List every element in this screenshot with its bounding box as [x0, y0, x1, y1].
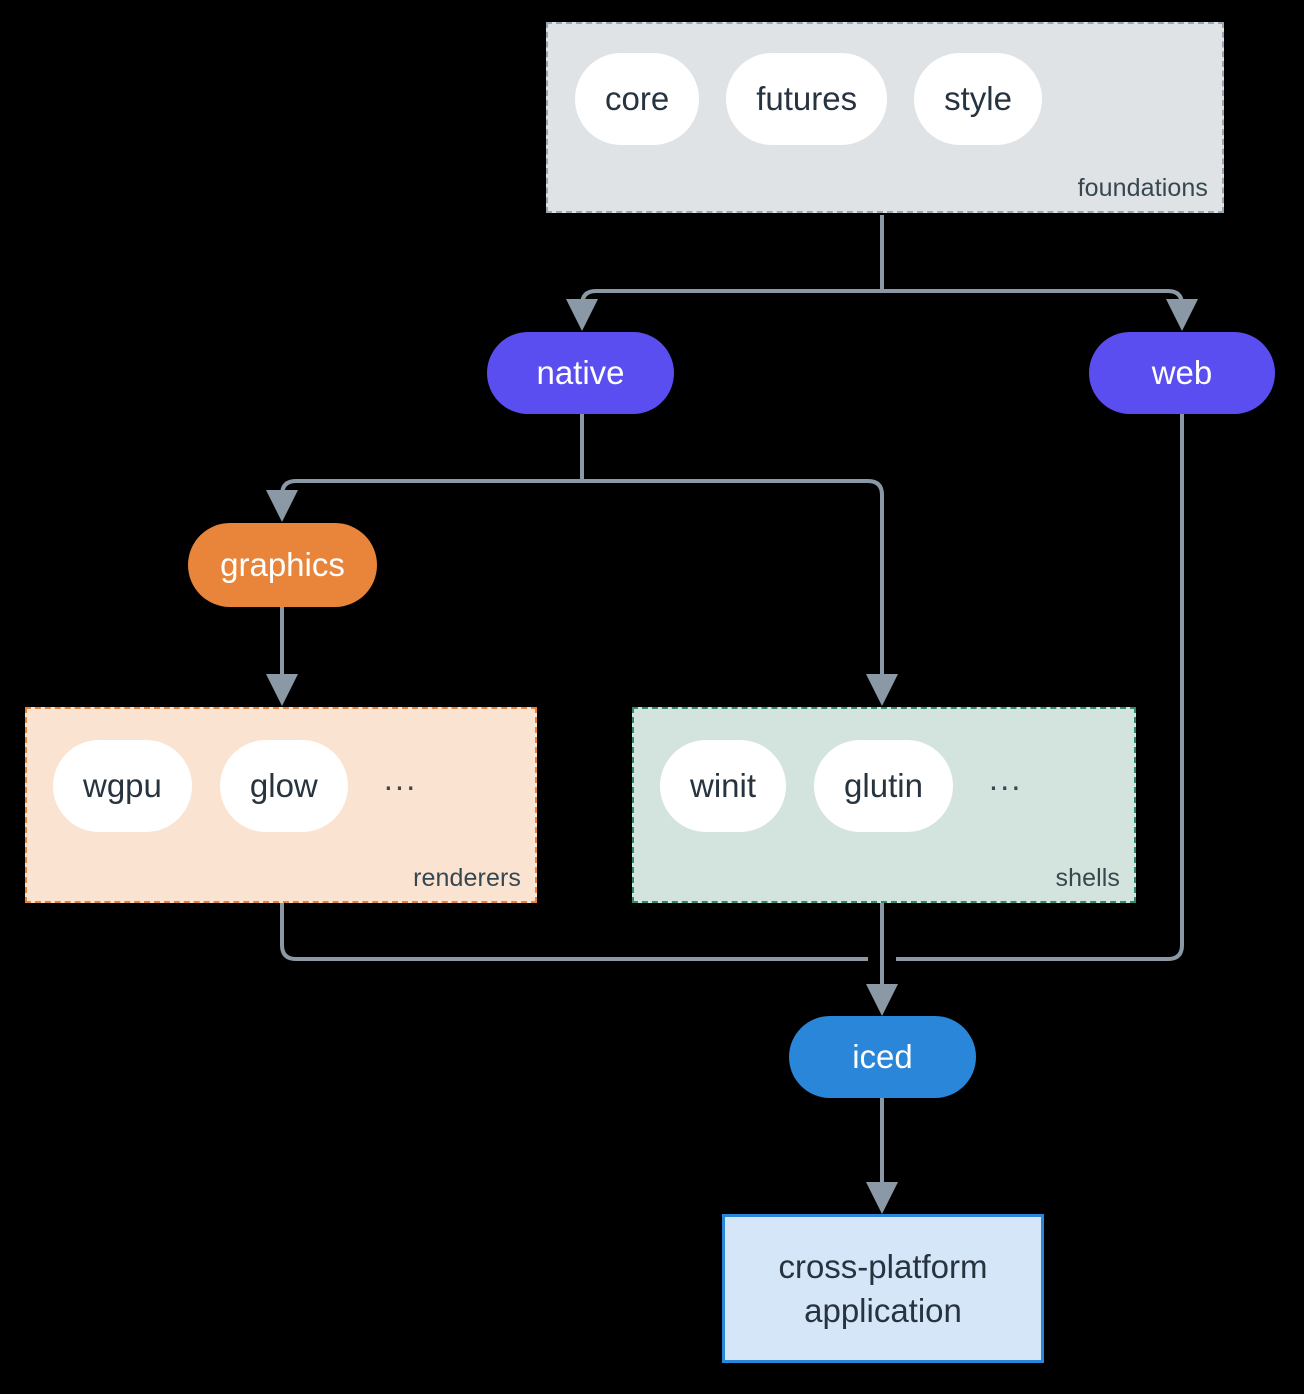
node-web[interactable]: web — [1089, 332, 1275, 414]
edge-native-to-graphics — [266, 479, 582, 522]
pill-glow[interactable]: glow — [219, 740, 348, 832]
renderers-pill-row: wgpu glow ... — [53, 740, 417, 832]
foundations-pill-row: core futures style — [575, 53, 1042, 145]
group-renderers: wgpu glow ... renderers — [25, 707, 537, 903]
pill-style[interactable]: style — [914, 53, 1042, 145]
node-graphics[interactable]: graphics — [188, 523, 377, 607]
application-line-1: cross-platform — [778, 1247, 988, 1285]
group-label-foundations: foundations — [1077, 174, 1208, 202]
pill-winit[interactable]: winit — [660, 740, 787, 832]
application-line-2: application — [804, 1291, 962, 1329]
edge-foundations-to-native — [566, 289, 882, 331]
edge-native-to-shells — [582, 479, 898, 706]
pill-wgpu[interactable]: wgpu — [53, 740, 192, 832]
edge-renderers-to-iced — [280, 903, 868, 961]
node-cross-platform-application[interactable]: cross-platform application — [722, 1214, 1044, 1363]
group-shells: winit glutin ... shells — [632, 707, 1136, 903]
edge-foundations-to-web — [882, 289, 1198, 331]
node-native[interactable]: native — [487, 332, 674, 414]
shells-pill-row: winit glutin ... — [660, 740, 1022, 832]
group-label-shells: shells — [1055, 864, 1120, 892]
renderers-ellipsis: ... — [383, 760, 418, 797]
pill-core[interactable]: core — [575, 53, 700, 145]
shells-ellipsis: ... — [988, 760, 1023, 797]
group-label-renderers: renderers — [413, 864, 521, 892]
group-foundations: core futures style foundations — [546, 22, 1224, 213]
pill-futures[interactable]: futures — [726, 53, 888, 145]
node-iced[interactable]: iced — [789, 1016, 976, 1098]
pill-glutin[interactable]: glutin — [814, 740, 953, 832]
